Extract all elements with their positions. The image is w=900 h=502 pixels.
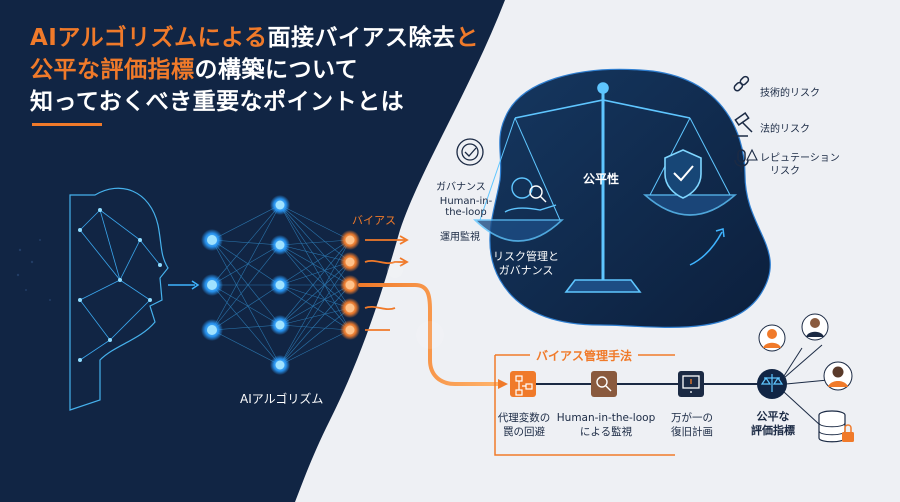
microphone-alert-icon <box>734 148 758 172</box>
reputation-risk-line2: リスク <box>770 166 800 177</box>
gavel-icon <box>732 112 753 137</box>
fair-metrics-line2: 評価指標 <box>751 424 795 437</box>
operation-monitor-label: 運用監視 <box>440 232 480 243</box>
navy-background-panel <box>0 0 505 502</box>
neural-hidden-nodes <box>270 195 290 375</box>
reputation-risk-label: レピュテーション リスク <box>760 152 840 178</box>
title-line2-part2: の構築について <box>194 57 359 83</box>
bias-pipeline <box>358 283 500 386</box>
gear-check-icon <box>456 138 484 166</box>
risk-governance-label: リスク管理と ガバナンス <box>486 250 566 278</box>
hitl-label: Human-in- the-loop <box>436 196 496 218</box>
reputation-risk-line1: レピュテーション <box>760 153 840 164</box>
decor-dots <box>16 239 51 301</box>
person-avatar-icon <box>801 313 829 341</box>
fair-metrics-label: 公平な 評価指標 <box>742 410 804 438</box>
method-step-2-line2: による監視 <box>579 426 633 438</box>
page-title: AIアルゴリズムによる面接バイアス除去と 公平な評価指標の構築について 知ってお… <box>30 22 500 118</box>
person-avatar-icon <box>758 324 786 352</box>
method-step-3-label: 万が一の 復旧計画 <box>660 411 724 439</box>
database-lock-icon <box>818 410 854 443</box>
method-step-1-label: 代理変数の 罠の回避 <box>490 411 558 439</box>
method-bar <box>494 354 787 456</box>
hitl-label-line1: Human-in- <box>439 196 493 207</box>
method-step-3-line1: 万が一の <box>671 412 713 424</box>
balance-scale-icon <box>473 82 738 293</box>
ai-head-nodes <box>78 208 162 362</box>
risk-governance-line2: ガバナンス <box>498 264 554 277</box>
bias-arrows-icon <box>364 235 409 331</box>
network-label: AIアルゴリズム <box>240 392 324 406</box>
governance-label: ガバナンス <box>436 182 486 193</box>
method-step-1-line1: 代理変数の <box>497 412 551 424</box>
people-network <box>783 344 829 426</box>
bias-label: バイアス <box>352 214 396 227</box>
method-step-2-label: Human-in-the-loop による監視 <box>556 411 656 439</box>
title-line1-part1: AIアルゴリズムによる <box>30 25 268 51</box>
risk-governance-line1: リスク管理と <box>493 250 559 263</box>
title-underline <box>32 123 102 126</box>
person-avatar-icon <box>823 361 853 391</box>
neural-network-connections <box>211 204 351 366</box>
title-line1-part2: 面接バイアス除去 <box>267 25 456 51</box>
title-line1-part3: と <box>455 25 479 51</box>
fair-metrics-line1: 公平な <box>756 410 790 423</box>
ai-head-wireframe-icon <box>69 187 169 411</box>
neural-bias-output-nodes <box>340 230 360 340</box>
method-step-3-line2: 復旧計画 <box>671 426 713 438</box>
risk-management-hand-icon <box>504 177 557 213</box>
title-line3: 知っておくべき重要なポイントとは <box>30 89 405 115</box>
growth-arrow-icon <box>689 231 723 266</box>
chain-link-icon <box>733 75 750 92</box>
method-title: バイアス管理手法 <box>530 347 639 364</box>
legal-risk-label: 法的リスク <box>760 124 810 135</box>
method-step-2-line1: Human-in-the-loop <box>556 412 656 424</box>
shield-check-icon <box>664 149 702 199</box>
method-step-1-line2: 罠の回避 <box>503 426 545 438</box>
technical-risk-label: 技術的リスク <box>760 88 820 99</box>
neural-input-nodes <box>201 229 223 341</box>
title-line2-part1: 公平な評価指標 <box>30 57 195 83</box>
magnifier-person-icon <box>591 371 617 397</box>
hitl-label-line2: the-loop <box>445 207 487 218</box>
fairness-label: 公平性 <box>583 172 620 186</box>
